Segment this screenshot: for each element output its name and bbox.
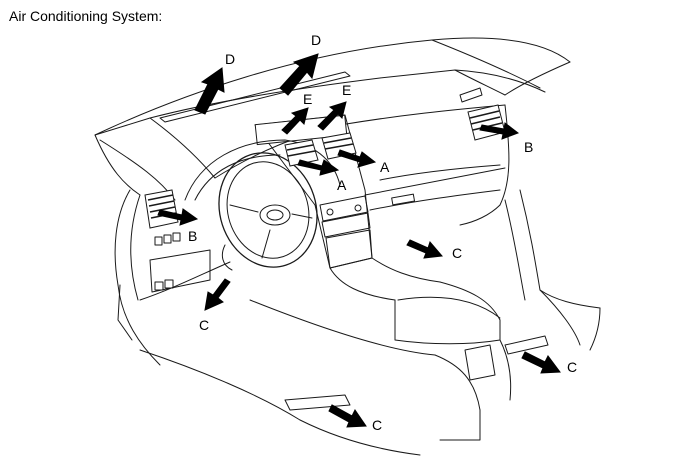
- arrow-face-side-left: [157, 208, 199, 226]
- arrow-face-side-right: [479, 122, 520, 140]
- label-e-right: E: [342, 82, 351, 98]
- diagram-title: Air Conditioning System:: [9, 8, 163, 24]
- arrow-defrost-left: [194, 67, 225, 115]
- label-c-right: C: [452, 245, 462, 261]
- label-d-right: D: [311, 32, 321, 48]
- label-b-right: B: [524, 139, 533, 155]
- label-a-lower: A: [337, 177, 347, 193]
- arrow-rear-foot-center: [328, 404, 367, 428]
- dashboard-outline: [94, 37, 601, 366]
- label-c-rear-center: C: [372, 417, 382, 433]
- label-b-left: B: [188, 228, 197, 244]
- label-e-left: E: [303, 91, 312, 107]
- side-vent-left: [144, 189, 181, 291]
- label-c-left: C: [199, 317, 209, 333]
- label-a-upper: A: [380, 159, 390, 175]
- arrow-foot-left: [204, 278, 231, 311]
- arrow-side-defog-left: [281, 107, 309, 135]
- steering-wheel: [184, 139, 341, 271]
- arrow-face-center-right: [337, 149, 377, 168]
- arrow-defrost-right: [279, 53, 319, 96]
- airflow-arrows: [157, 53, 561, 428]
- arrow-rear-foot-right: [521, 351, 561, 374]
- arrow-foot-right: [406, 239, 443, 259]
- arrow-face-center-left: [297, 159, 340, 176]
- label-c-rear-right: C: [567, 359, 577, 375]
- label-d-left: D: [225, 51, 235, 67]
- arrow-side-defog-right: [317, 101, 347, 131]
